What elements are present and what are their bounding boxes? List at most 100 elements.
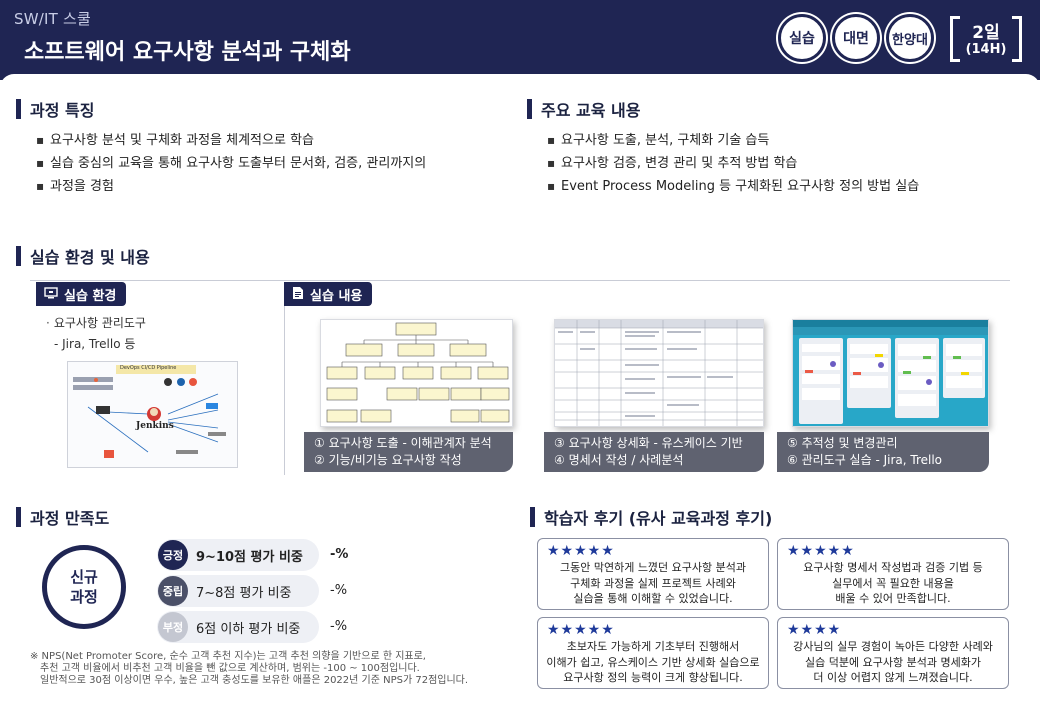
review-line: 구체화 과정을 실제 프로젝트 사례와 bbox=[570, 576, 736, 590]
section-reviews-title: 학습자 후기 (유사 교육과정 후기) bbox=[544, 509, 773, 528]
caption-1: ① 요구사항 도출 - 이해관계자 분석 ② 기능/비기능 요구사항 작성 bbox=[304, 432, 513, 472]
list-item-continued: 과정을 경험 bbox=[36, 175, 496, 198]
list-item: 요구사항 검증, 변경 관리 및 추적 방법 학습 bbox=[547, 152, 1017, 175]
duration-box: 2일 (14H) bbox=[946, 12, 1026, 64]
satisfaction-row-neutral: 중립 7~8점 평가 비중 bbox=[157, 575, 319, 607]
env-tag: 실습 환경 bbox=[36, 282, 127, 306]
caption-1-line-2: ② 기능/비기능 요구사항 작성 bbox=[314, 453, 462, 467]
review-line: 강사님의 실무 경험이 녹아든 다양한 사례와 bbox=[793, 640, 993, 653]
review-text: 강사님의 실무 경험이 녹아든 다양한 사례와 실습 덕분에 요구사항 분석과 … bbox=[782, 639, 1004, 686]
pill-negative: 부정 bbox=[158, 612, 188, 642]
section-satisfaction-title: 과정 만족도 bbox=[30, 509, 110, 528]
review-line: 초보자도 가능하게 기초부터 진행해서 bbox=[566, 640, 740, 653]
review-text: 그동안 막연하게 느꼈던 요구사항 분석과 구체화 과정을 실제 프로젝트 사례… bbox=[542, 560, 764, 607]
review-line: 요구사항 명세서 작성법과 검증 기법 등 bbox=[803, 561, 983, 574]
bracket-left bbox=[950, 16, 960, 62]
contents-list: 요구사항 도출, 분석, 구체화 기술 습득 요구사항 검증, 변경 관리 및 … bbox=[547, 129, 1017, 198]
jenkins-label: Jenkins bbox=[136, 421, 174, 431]
vertical-divider bbox=[284, 283, 285, 475]
features-list: 요구사항 분석 및 구체화 과정을 체계적으로 학습 실습 중심의 교육을 통해… bbox=[36, 129, 496, 198]
env-description: ·요구사항 관리도구 - Jira, Trello 등 bbox=[46, 313, 146, 355]
value-neutral: -% bbox=[330, 583, 348, 598]
pill-positive: 긍정 bbox=[158, 540, 188, 570]
list-item: 요구사항 도출, 분석, 구체화 기술 습득 bbox=[547, 129, 1017, 152]
value-positive: -% bbox=[330, 547, 349, 562]
caption-2: ③ 요구사항 상세화 - 유스케이스 기반 ④ 명세서 작성 / 사례분석 bbox=[544, 432, 764, 472]
bullet-dot: · bbox=[46, 316, 50, 330]
trello-board-image bbox=[792, 319, 989, 427]
caption-2-line-1: ③ 요구사항 상세화 - 유스케이스 기반 bbox=[554, 436, 743, 450]
env-tag-label: 실습 환경 bbox=[64, 288, 117, 304]
review-line: 더 이상 어렵지 않게 느껴졌습니다. bbox=[813, 671, 973, 684]
star-rating: ★★★★ bbox=[787, 622, 842, 638]
review-line: 이해가 쉽고, 유스케이스 기반 상세화 실습으로 bbox=[546, 655, 760, 669]
kanban-board bbox=[793, 320, 988, 424]
page-title: 소프트웨어 요구사항 분석과 구체화 bbox=[24, 40, 351, 65]
value-negative: -% bbox=[330, 619, 348, 634]
footnote-line-2: 추천 고객 비율에서 비추천 고객 비율을 뺀 값으로 계산하며, 범위는 -1… bbox=[40, 663, 420, 674]
pipeline-title: DevOps CI/CD Pipeline bbox=[120, 365, 177, 371]
footnote-line-1: ※ NPS(Net Promoter Score, 순수 고객 추천 지수)는 … bbox=[30, 651, 426, 662]
monitor-icon bbox=[44, 286, 58, 302]
heading-bar bbox=[530, 507, 535, 527]
heading-bar bbox=[16, 507, 21, 527]
section-contents-heading: 주요 교육 내용 bbox=[527, 97, 640, 121]
section-satisfaction-heading: 과정 만족도 bbox=[16, 505, 109, 529]
section-contents-title: 주요 교육 내용 bbox=[541, 101, 641, 120]
review-line: 그동안 막연하게 느꼈던 요구사항 분석과 bbox=[559, 561, 747, 574]
review-text: 요구사항 명세서 작성법과 검증 기법 등 실무에서 꼭 필요한 내용을 배울 … bbox=[782, 560, 1004, 607]
devops-pipeline-image: DevOps CI/CD Pipeline Jenkins bbox=[67, 361, 238, 468]
section-features-heading: 과정 특징 bbox=[16, 97, 94, 121]
list-item: 요구사항 분석 및 구체화 과정을 체계적으로 학습 bbox=[36, 129, 496, 152]
star-rating: ★★★★★ bbox=[547, 543, 615, 559]
badge-university: 한양대 bbox=[886, 14, 934, 62]
satisfaction-row-negative: 부정 6점 이하 평가 비중 bbox=[157, 611, 319, 643]
section-practice-heading: 실습 환경 및 내용 bbox=[16, 244, 150, 268]
row-label: 9~10점 평가 비중 bbox=[196, 549, 303, 565]
review-card: ★★★★ 강사님의 실무 경험이 녹아든 다양한 사례와 실습 덕분에 요구사항… bbox=[777, 617, 1009, 689]
nps-footnote: ※ NPS(Net Promoter Score, 순수 고객 추천 지수)는 … bbox=[30, 651, 468, 687]
new-course-badge: 신규 과정 bbox=[42, 545, 126, 629]
duration-days: 2일 bbox=[972, 23, 1000, 43]
env-line-1: ·요구사항 관리도구 bbox=[46, 313, 146, 334]
circle-line-2: 과정 bbox=[70, 588, 98, 606]
review-line: 실습 덕분에 요구사항 분석과 명세화가 bbox=[805, 655, 981, 669]
section-features-title: 과정 특징 bbox=[30, 101, 95, 120]
list-item: Event Process Modeling 등 구체화된 요구사항 정의 방법… bbox=[547, 175, 1017, 198]
review-line: 실습을 통해 이해할 수 있었습니다. bbox=[573, 592, 733, 605]
star-rating: ★★★★★ bbox=[547, 622, 615, 638]
section-practice-title: 실습 환경 및 내용 bbox=[30, 248, 150, 267]
list-item-text: 과정을 경험 bbox=[50, 179, 114, 194]
review-line: 배울 수 있어 만족합니다. bbox=[835, 592, 951, 605]
row-label: 7~8점 평가 비중 bbox=[196, 585, 292, 601]
badge-practice: 실습 bbox=[778, 14, 826, 62]
review-card: ★★★★★ 요구사항 명세서 작성법과 검증 기법 등 실무에서 꼭 필요한 내… bbox=[777, 538, 1009, 610]
circle-line-1: 신규 bbox=[70, 568, 98, 586]
content-tag: 실습 내용 bbox=[284, 282, 373, 306]
heading-bar bbox=[16, 246, 21, 266]
heading-bar bbox=[527, 99, 532, 119]
header-banner: SW/IT 스쿨 소프트웨어 요구사항 분석과 구체화 실습 대면 한양대 2일… bbox=[0, 0, 1040, 80]
satisfaction-row-positive: 긍정 9~10점 평가 비중 bbox=[157, 539, 319, 571]
review-line: 실무에서 꼭 필요한 내용을 bbox=[832, 576, 954, 590]
section-reviews-heading: 학습자 후기 (유사 교육과정 후기) bbox=[530, 505, 772, 529]
caption-3-line-1: ⑤ 추적성 및 변경관리 bbox=[787, 436, 898, 450]
review-card: ★★★★★ 초보자도 가능하게 기초부터 진행해서 이해가 쉽고, 유스케이스 … bbox=[537, 617, 769, 689]
header-eyebrow: SW/IT 스쿨 bbox=[14, 10, 91, 28]
caption-1-line-1: ① 요구사항 도출 - 이해관계자 분석 bbox=[314, 436, 492, 450]
list-item: 실습 중심의 교육을 통해 요구사항 도출부터 문서화, 검증, 관리까지의 bbox=[36, 152, 496, 175]
heading-bar bbox=[16, 99, 21, 119]
row-label: 6점 이하 평가 비중 bbox=[196, 621, 301, 637]
env-tool-text: 요구사항 관리도구 bbox=[53, 316, 146, 330]
caption-3-line-2: ⑥ 관리도구 실습 - Jira, Trello bbox=[787, 453, 943, 467]
pill-neutral: 중립 bbox=[158, 576, 188, 606]
caption-3: ⑤ 추적성 및 변경관리 ⑥ 관리도구 실습 - Jira, Trello bbox=[777, 432, 989, 472]
review-card: ★★★★★ 그동안 막연하게 느꼈던 요구사항 분석과 구체화 과정을 실제 프… bbox=[537, 538, 769, 610]
content-tag-label: 실습 내용 bbox=[310, 288, 363, 304]
requirements-hierarchy-image bbox=[320, 319, 513, 427]
footnote-line-3: 일반적으로 30점 이상이면 우수, 높은 고객 충성도를 보유한 애플은 20… bbox=[40, 675, 469, 686]
review-text: 초보자도 가능하게 기초부터 진행해서 이해가 쉽고, 유스케이스 기반 상세화… bbox=[542, 639, 764, 686]
env-line-2: - Jira, Trello 등 bbox=[54, 337, 136, 351]
review-line: 요구사항 정의 능력이 크게 향상됩니다. bbox=[563, 671, 743, 684]
bracket-right bbox=[1012, 16, 1022, 62]
